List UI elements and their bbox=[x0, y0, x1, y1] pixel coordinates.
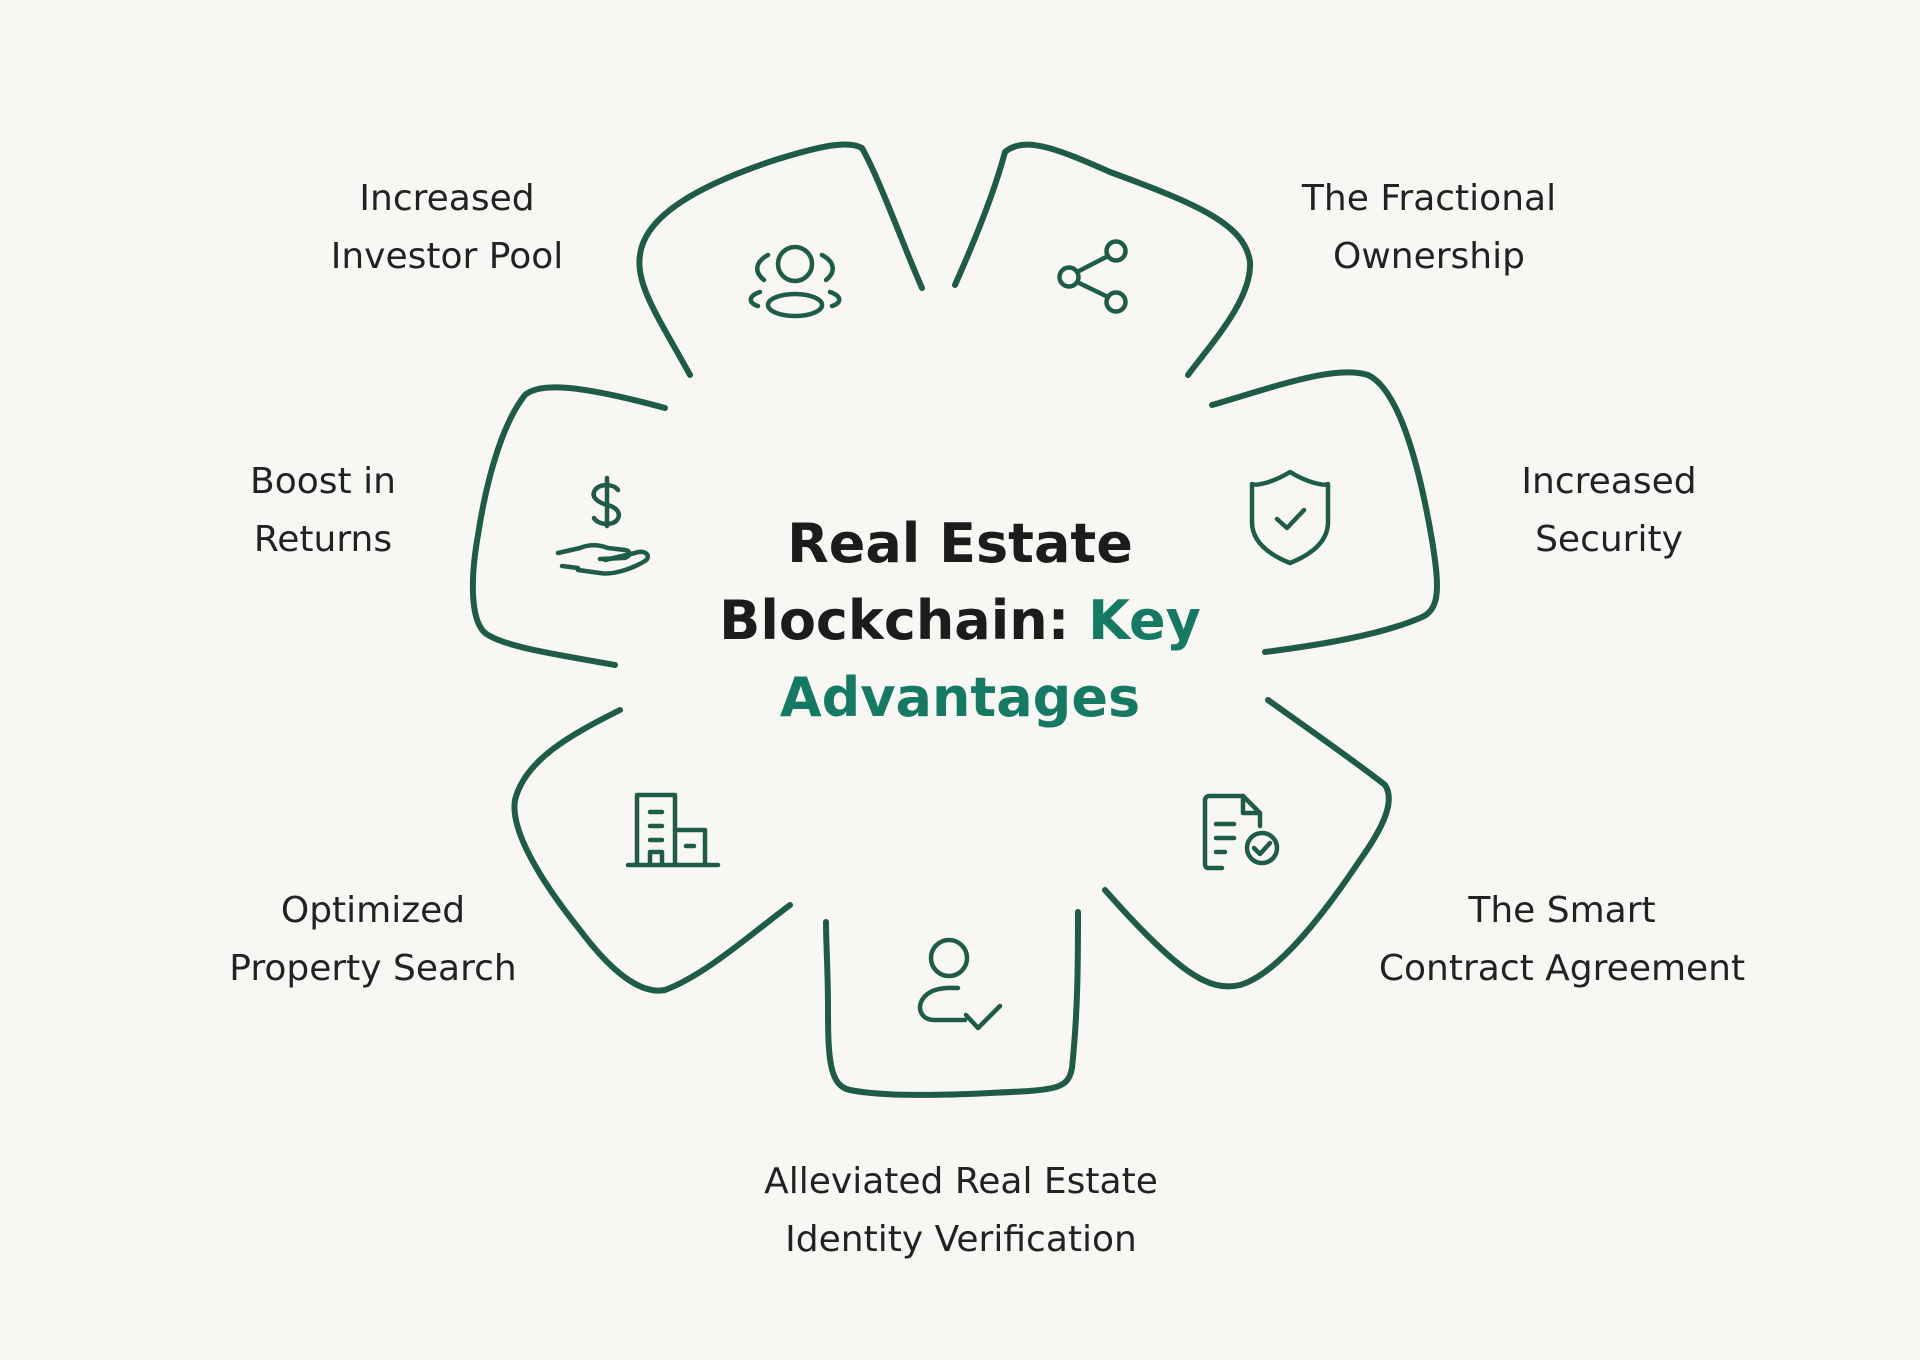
label-line: Alleviated Real Estate bbox=[764, 1161, 1158, 1202]
label-security: Increased Security bbox=[1521, 453, 1696, 569]
shield-check-icon bbox=[1249, 469, 1331, 566]
label-line: Investor Pool bbox=[330, 236, 564, 277]
label-identity-verification: Alleviated Real Estate Identity Verifica… bbox=[764, 1153, 1158, 1269]
label-returns: Boost in Returns bbox=[250, 453, 396, 569]
label-line: Increased bbox=[359, 178, 535, 219]
title-line-3: Advantages bbox=[779, 666, 1141, 729]
petal-outline-returns bbox=[469, 384, 668, 668]
title-line-2-dark: Blockchain: bbox=[719, 589, 1070, 652]
label-line: Returns bbox=[253, 519, 393, 560]
hand-dollar-icon bbox=[555, 475, 651, 576]
diagram-title: Real Estate Blockchain: Key Advantages bbox=[719, 505, 1201, 736]
label-smart-contract: The Smart Contract Agreement bbox=[1379, 882, 1745, 998]
label-line: Optimized bbox=[280, 890, 466, 931]
petal-outline-property-search bbox=[511, 707, 793, 994]
label-investor-pool: Increased Investor Pool bbox=[331, 170, 564, 286]
label-line: Identity Verification bbox=[785, 1219, 1137, 1260]
label-line: The Smart bbox=[1468, 890, 1656, 931]
title-line-2-accent: Key bbox=[1088, 589, 1201, 652]
label-line: Contract Agreement bbox=[1378, 948, 1746, 989]
label-line: Increased bbox=[1521, 461, 1697, 502]
petal-outline-identity-verification bbox=[823, 909, 1081, 1098]
petal-outline-investor-pool bbox=[636, 141, 925, 378]
share-nodes-icon bbox=[1057, 239, 1128, 314]
document-check-icon bbox=[1202, 793, 1280, 871]
label-line: The Fractional bbox=[1301, 178, 1557, 219]
label-line: Security bbox=[1535, 519, 1683, 560]
petal-outline-fractional-ownership bbox=[952, 141, 1254, 378]
petal-outline-security bbox=[1209, 369, 1440, 655]
label-line: Ownership bbox=[1333, 236, 1525, 277]
title-line-2: Blockchain: Key bbox=[719, 582, 1201, 659]
people-group-icon bbox=[748, 244, 842, 319]
label-line: Property Search bbox=[229, 948, 517, 989]
user-check-icon bbox=[917, 937, 1003, 1031]
label-property-search: Optimized Property Search bbox=[229, 882, 516, 998]
label-line: Boost in bbox=[250, 461, 396, 502]
title-line-1: Real Estate bbox=[787, 512, 1133, 575]
petal-outline-smart-contract bbox=[1102, 697, 1392, 990]
label-fractional-ownership: The Fractional Ownership bbox=[1302, 170, 1556, 286]
buildings-icon bbox=[625, 792, 721, 868]
